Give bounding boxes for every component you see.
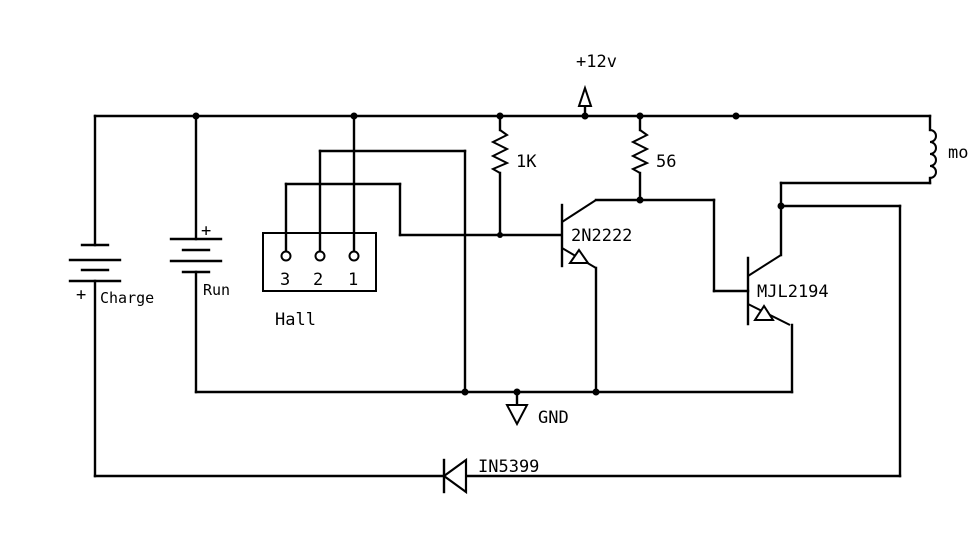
run-battery-label: Run <box>203 281 230 299</box>
hall-pin-3-label: 3 <box>280 270 290 290</box>
supply-arrow-icon <box>577 84 593 118</box>
junction-dot <box>581 112 589 120</box>
hall-pin-1-icon <box>348 250 360 262</box>
supply-rail <box>93 114 932 247</box>
junction-dot <box>732 112 740 120</box>
resistor-1k-label: 1K <box>516 152 537 172</box>
run-battery <box>169 114 223 394</box>
hall-sensor <box>262 114 562 394</box>
ground-bus <box>194 390 794 427</box>
hall-pin-3-icon <box>280 250 292 262</box>
junction-dot <box>513 388 521 396</box>
transistor-2n2222-icon <box>560 198 716 394</box>
hall-pin-2-label: 2 <box>313 270 323 290</box>
run-battery-polarity: + <box>201 221 211 241</box>
ground-label: GND <box>538 408 569 428</box>
diode-in5399-icon <box>442 457 468 495</box>
transistor-mjl2194-icon <box>712 181 932 394</box>
hall-sensor-label: Hall <box>275 310 316 330</box>
junction-dot <box>497 232 503 238</box>
resistor-56-icon <box>630 114 650 202</box>
supply-label: +12v <box>576 52 617 72</box>
junction-dot <box>592 388 600 396</box>
junction-dot <box>461 388 469 396</box>
charge-battery-polarity: + <box>76 285 86 305</box>
charge-battery-label: Charge <box>100 289 154 307</box>
hall-pin-1-label: 1 <box>348 270 358 290</box>
transistor-2n2222-label: 2N2222 <box>571 226 632 246</box>
motor-coil-icon <box>928 114 937 185</box>
charge-battery <box>68 243 122 478</box>
transistor-mjl2194-label: MJL2194 <box>757 282 829 302</box>
resistor-56-label: 56 <box>656 152 676 172</box>
diode-return-path <box>93 204 902 478</box>
diode-label: IN5399 <box>478 457 539 477</box>
resistor-1k-icon <box>490 114 510 237</box>
hall-pin-2-icon <box>314 250 326 262</box>
motor-coil-label: mo <box>948 143 968 163</box>
